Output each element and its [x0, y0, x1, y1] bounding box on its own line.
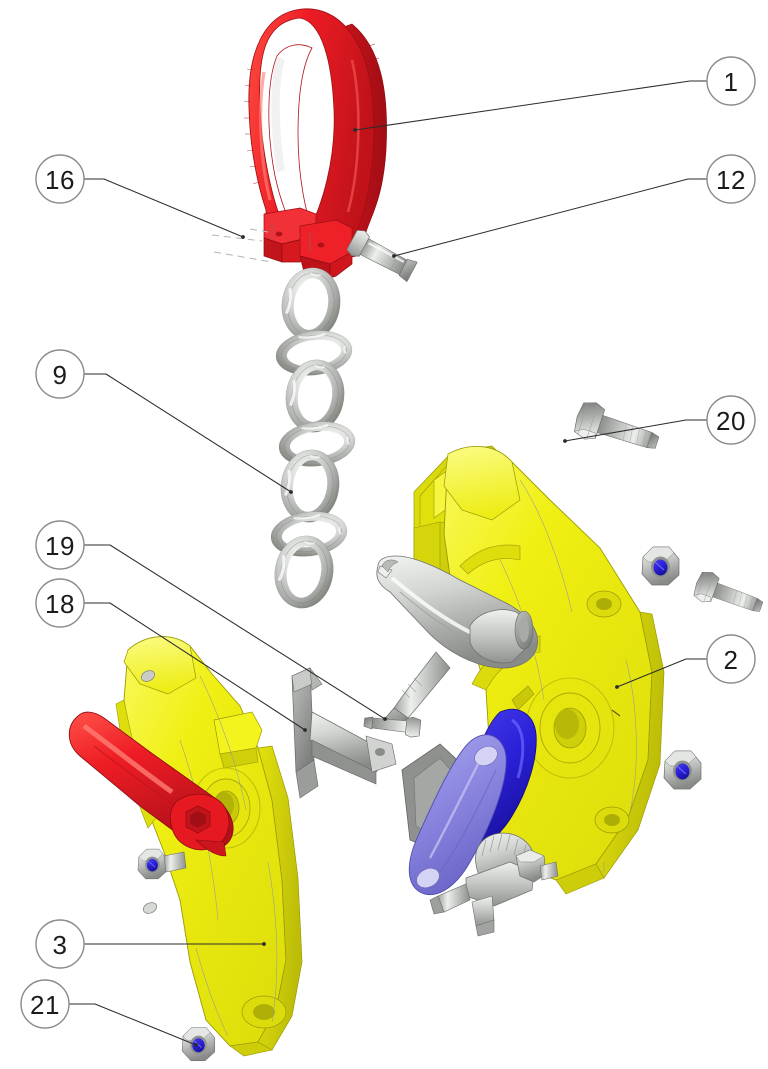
callout-label-20: 20	[716, 406, 746, 436]
callout-label-2: 2	[724, 645, 739, 675]
callout-21[interactable]: 21	[20, 979, 70, 1029]
callout-3[interactable]: 3	[35, 919, 85, 969]
leader-line-19	[83, 544, 386, 720]
callout-label-16: 16	[45, 165, 75, 195]
leader-lines	[68, 80, 708, 1046]
callout-1[interactable]: 1	[706, 56, 756, 106]
callout-16[interactable]: 16	[35, 154, 85, 204]
part-cotter-split-pin	[211, 228, 273, 263]
part-clevis-pin	[346, 229, 418, 283]
part-clamp-pin	[363, 716, 422, 738]
part-red-lever-handle	[68, 711, 234, 857]
leader-line-18	[83, 602, 306, 731]
leader-line-1	[354, 80, 708, 131]
leader-tips	[194, 128, 619, 1047]
callout-19[interactable]: 19	[35, 520, 85, 570]
callout-label-9: 9	[53, 360, 68, 390]
part-pivot-bracket	[291, 666, 397, 799]
callout-label-21: 21	[30, 990, 60, 1020]
callout-9[interactable]: 9	[35, 349, 85, 399]
leader-line-2	[616, 658, 708, 688]
callout-2[interactable]: 2	[706, 634, 756, 684]
leader-line-12	[393, 178, 708, 257]
callout-label-18: 18	[45, 589, 75, 619]
callout-label-3: 3	[53, 930, 68, 960]
pin-stub-left-plate	[163, 851, 187, 873]
callout-12[interactable]: 12	[706, 154, 756, 204]
leader-line-21	[68, 1003, 197, 1046]
callout-label-19: 19	[45, 531, 75, 561]
part-blue-cam	[408, 708, 537, 896]
leader-line-20	[564, 419, 708, 442]
leader-line-9	[83, 373, 292, 493]
leader-line-16	[83, 178, 244, 238]
callout-label-12: 12	[716, 165, 746, 195]
callout-label-1: 1	[724, 67, 739, 97]
part-lower-pin-cluster	[429, 832, 559, 937]
part-master-link-hook	[243, 8, 387, 279]
callout-18[interactable]: 18	[35, 578, 85, 628]
callout-20[interactable]: 20	[706, 395, 756, 445]
